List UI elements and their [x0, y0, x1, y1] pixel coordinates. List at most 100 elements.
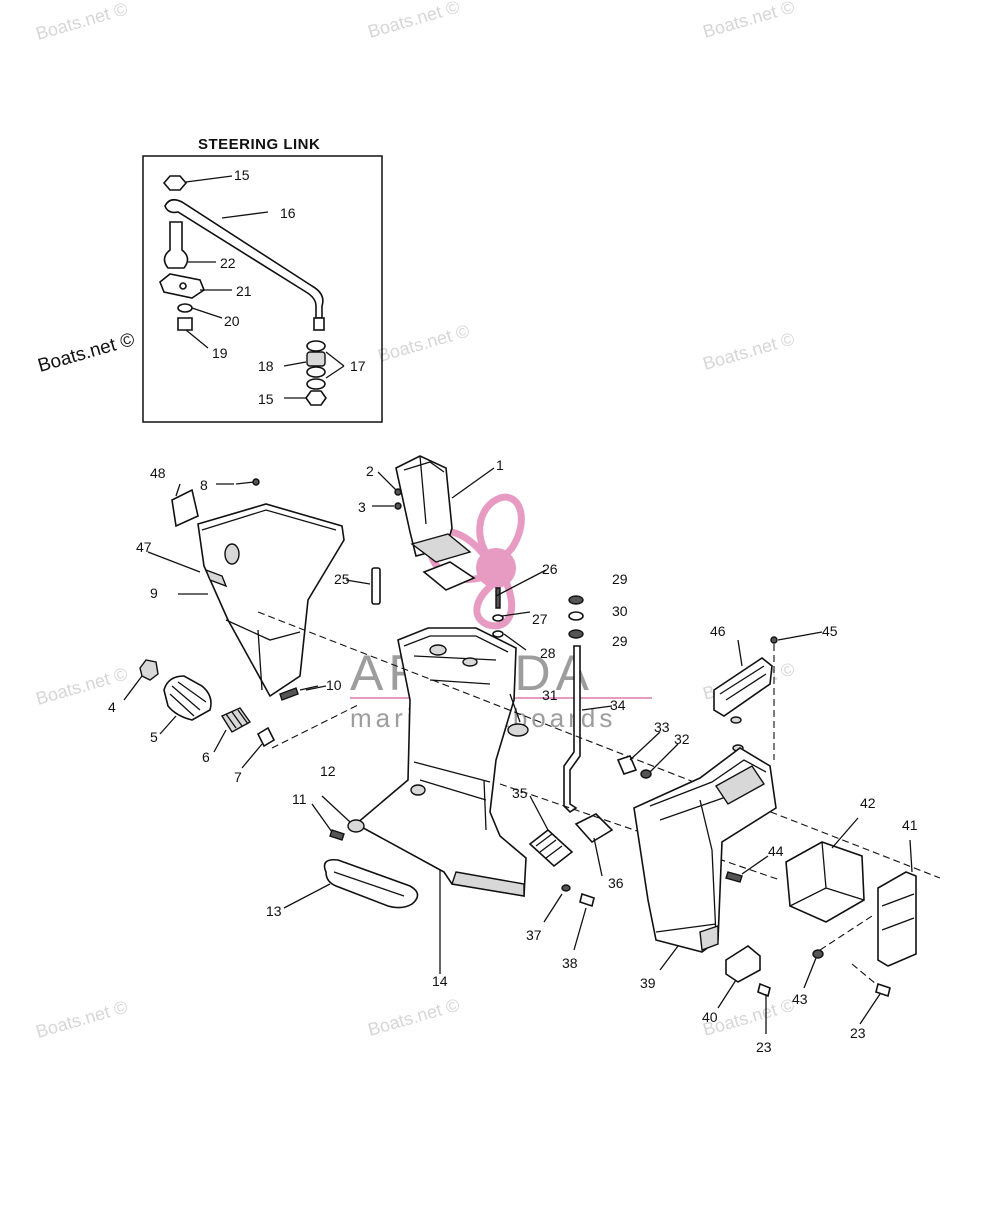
- housing-skeg: [451, 871, 525, 897]
- bracket-part-41: [877, 871, 917, 967]
- label-14: 14: [432, 973, 448, 989]
- gasket-part-26: [422, 561, 476, 591]
- label-4: 4: [108, 699, 116, 715]
- label-37: 37: [526, 927, 542, 943]
- housing-bore: [462, 657, 478, 667]
- propeller-icon: [426, 493, 525, 630]
- label-7: 7: [234, 769, 242, 785]
- coupler-part-36: [574, 813, 614, 844]
- bracket-pad: [699, 925, 719, 951]
- watermark: Boats.net ©: [34, 997, 130, 1042]
- bushing-part-18: [306, 351, 326, 367]
- label-26: 26: [542, 561, 558, 577]
- label-47: 47: [136, 539, 152, 555]
- pin-part-25: [371, 567, 381, 605]
- clip-part-7: [256, 726, 276, 748]
- label-40: 40: [702, 1009, 718, 1025]
- watermark: Boats.net ©: [376, 321, 472, 366]
- label-17: 17: [350, 358, 366, 374]
- label-2: 2: [366, 463, 374, 479]
- washer-part-29-lower: [568, 629, 584, 639]
- label-23: 23: [756, 1039, 772, 1055]
- housing-bore: [410, 784, 426, 796]
- label-5: 5: [150, 729, 158, 745]
- label-15-lower: 15: [258, 391, 274, 407]
- label-18: 18: [258, 358, 274, 374]
- screw-part-8: [252, 478, 260, 486]
- label-21: 21: [236, 283, 252, 299]
- watermark: Boats.net ©: [36, 329, 137, 377]
- housing-bore: [429, 644, 447, 656]
- label-33: 33: [654, 719, 670, 735]
- cover-part-46: [713, 657, 773, 717]
- screw-part-11: [329, 829, 345, 841]
- washer-part-32: [640, 769, 652, 779]
- label-44: 44: [768, 843, 784, 859]
- bolt-part-27: [495, 587, 501, 609]
- washer-part-20: [177, 303, 193, 313]
- watermark: Boats.net ©: [34, 0, 130, 44]
- rod-end: [313, 317, 325, 331]
- driveshaft-housing-group: 2 3 1 26 27 28 25 31 34 29 30 29 35 36 3…: [257, 455, 941, 989]
- label-28: 28: [540, 645, 556, 661]
- lower-cover-group: 48 8 47 9 10 4 5 6 7: [108, 465, 345, 785]
- label-12: 12: [320, 763, 336, 779]
- bushing-part-17: [306, 340, 326, 352]
- bolt-part-33: [616, 755, 638, 775]
- nut-part-15: [162, 175, 188, 191]
- label-29-lower: 29: [612, 633, 628, 649]
- cover-port: [204, 568, 228, 588]
- watermark: Boats.net ©: [366, 995, 462, 1040]
- bracket-boss: [714, 765, 766, 805]
- label-46: 46: [710, 623, 726, 639]
- washer-part-27: [492, 614, 504, 622]
- label-41: 41: [902, 817, 918, 833]
- label-13: 13: [266, 903, 282, 919]
- boot-part-5: [163, 675, 212, 721]
- label-20: 20: [224, 313, 240, 329]
- screw-part-3: [394, 502, 402, 510]
- label-31: 31: [542, 687, 558, 703]
- label-23-right: 23: [850, 1025, 866, 1041]
- label-48: 48: [150, 465, 166, 481]
- screw-part-45: [770, 636, 778, 644]
- label-35: 35: [512, 785, 528, 801]
- screw-part-38: [579, 892, 595, 908]
- seal-part-13: [323, 858, 419, 909]
- inset-title: STEERING LINK: [198, 136, 320, 153]
- shift-rod-part-34: [563, 645, 581, 814]
- label-16: 16: [280, 205, 296, 221]
- label-39: 39: [640, 975, 656, 991]
- label-42: 42: [860, 795, 876, 811]
- cover-grommet: [224, 543, 240, 565]
- label-8: 8: [200, 477, 208, 493]
- watermark: Boats.net ©: [701, 329, 797, 374]
- washer: [306, 378, 326, 390]
- cover-foot: [730, 716, 742, 724]
- clamp-bracket-group: 45 46 33 32 44 42 41 39 40 43 23 23: [616, 623, 918, 1055]
- screw-part-23: [757, 982, 771, 998]
- label-19: 19: [212, 345, 228, 361]
- link-rod-part-16: [164, 198, 324, 319]
- label-34: 34: [610, 697, 626, 713]
- label-38: 38: [562, 955, 578, 971]
- screw-part-44: [725, 871, 743, 883]
- watermark: Boats.net ©: [366, 0, 462, 42]
- label-1: 1: [496, 457, 504, 473]
- inset-frame: [142, 155, 383, 423]
- bushing-part-17-lower: [306, 366, 326, 378]
- steering-link-inset: STEERING LINK 15 16 22 21 20 19 18 17 15: [142, 136, 383, 423]
- label-11: 11: [292, 791, 307, 807]
- spring-part-6: [220, 707, 252, 733]
- label-22: 22: [220, 255, 236, 271]
- label-15: 15: [234, 167, 250, 183]
- cover-part-9: [197, 503, 345, 698]
- pad-part-40: [725, 945, 761, 983]
- nut-part-4: [139, 659, 159, 681]
- label-10: 10: [326, 677, 342, 693]
- screw-part-23-right: [875, 982, 891, 998]
- label-32: 32: [674, 731, 690, 747]
- plate-hole: [179, 282, 187, 290]
- washer-part-43: [812, 949, 824, 959]
